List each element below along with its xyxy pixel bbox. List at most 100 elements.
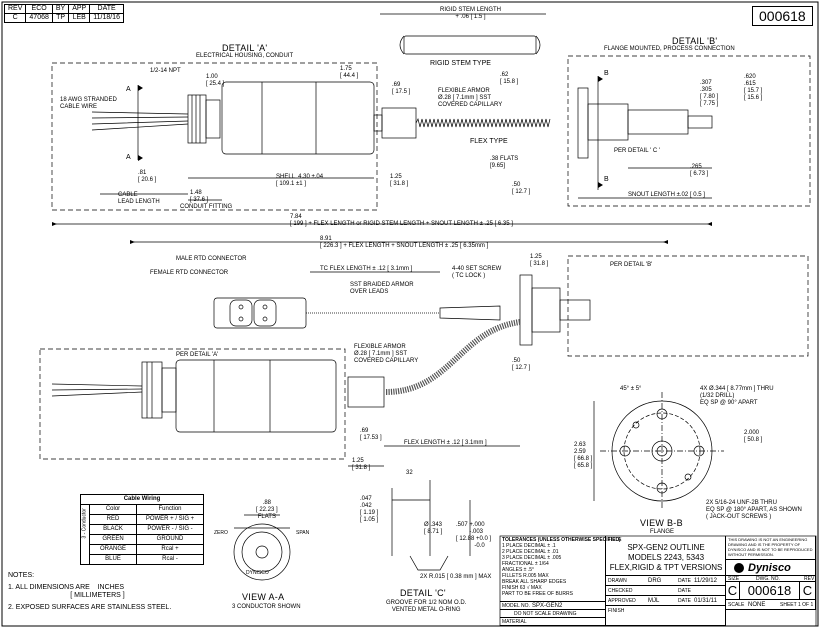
do-not-scale-row: DO NOT SCALE DRAWING	[500, 610, 606, 618]
conductor-side-label: 3 - Conductor	[81, 508, 88, 539]
view-aa-flats: .88 [ 22.23 ] FLATS	[256, 500, 278, 520]
approved-row: APPROVED MJL DATE 01/31/11	[606, 596, 726, 606]
tolerance-heading: TOLERANCES (UNLESS OTHERWISE SPECIFIED)	[502, 537, 621, 543]
dim-1-25: 1.25 [ 31.8 ]	[390, 174, 409, 187]
tpt-dim-1-25: 1.25 [ 31.8 ]	[530, 254, 549, 267]
row-role: DRAWN	[608, 578, 627, 584]
app-value: LEB	[68, 13, 91, 23]
tc-flex-length: TC FLEX LENGTH ± .12 [ 3.1mm ]	[320, 266, 413, 272]
zero-label: ZERO	[214, 530, 228, 536]
title-line-1: SPX-GEN2 OUTLINE	[627, 543, 705, 552]
section-a-top: A	[126, 86, 131, 93]
per-detail-b: PER DETAIL 'B'	[610, 262, 653, 268]
male-rtd-label: MALE RTD CONNECTOR	[176, 256, 247, 262]
tolerance-line: ANGLES ± .5°	[502, 567, 534, 573]
notes-heading: NOTES:	[8, 572, 35, 579]
drawn-row: DRAWN DRG DATE 11/29/12	[606, 576, 726, 586]
overall-length-top: 7.84 [ 199 ] + FLEX LENGTH or RIGID STEM…	[290, 214, 513, 227]
dim-1-75: 1.75 [ 44.4 ]	[340, 66, 359, 79]
color-header: Color	[89, 504, 137, 515]
thru-holes-note: 4X Ø.344 [ 8.77mm ] THRU (1/32 DRILL) EQ…	[700, 386, 774, 406]
sheet-value: SHEET 1 OF 1	[780, 602, 814, 608]
dim-1-00: 1.00 [ 25.4 ]	[206, 74, 225, 87]
section-a-bottom: A	[126, 154, 131, 161]
cable-lead-length: CABLE LEAD LENGTH	[118, 192, 160, 205]
row-role: APPROVED	[608, 598, 636, 604]
rigid-stem-length: RIGID STEM LENGTH + .06 [ 1.5 ]	[440, 7, 502, 20]
section-b-top: B	[604, 70, 609, 77]
dwg-number: 000618	[740, 582, 800, 600]
detail-c-subtitle: GROOVE FOR 1/2 NOM O.D. VENTED METAL O-R…	[386, 600, 467, 613]
dim-0-047: .047 .042 [ 1.19 ] [ 1.05 ]	[360, 496, 379, 523]
company-name: Dynisco	[748, 562, 791, 574]
angle-32: 32	[406, 470, 413, 476]
title-label: TITLE	[608, 537, 622, 543]
npt-label: 1/2-14 NPT	[150, 68, 181, 74]
tolerance-line: PART TO BE FREE OF BURRS	[502, 591, 573, 597]
title-line-2: MODELS 2243, 5343	[627, 553, 705, 562]
cable-wiring-table: Cable Wiring 3 - Conductor Color Functio…	[80, 494, 204, 565]
rev-value: C	[800, 582, 816, 600]
detail-a-subtitle: ELECTRICAL HOUSING, CONDUIT	[196, 53, 294, 59]
revision-block: REV ECO BY APP DATE C 47068 TP LEB 11/18…	[3, 4, 124, 23]
title-line-3: FLEX,RIGID & TPT VERSIONS	[609, 563, 723, 572]
wire-function: Rcal -	[136, 554, 204, 565]
rev-label: REV	[804, 576, 815, 582]
proprietary-note: THIS DRAWING IS NOT AN ENGINEERING DRAWI…	[726, 536, 816, 560]
function-header: Function	[136, 504, 204, 515]
dim-0-307: .307 .305 [ 7.80 ] [ 7.75 ]	[700, 80, 719, 107]
scale-row: SCALE NONE SHEET 1 OF 1	[726, 600, 816, 610]
overall-length-bottom: 8.91 [ 226.3 ] + FLEX LENGTH + SNOUT LEN…	[320, 236, 489, 249]
row-date-label: DATE	[678, 578, 691, 584]
size-dwg-header: SIZE DWG. NO. REV	[726, 576, 816, 582]
tpt-flex-length: FLEX LENGTH ± .12 [ 3.1mm ]	[404, 440, 487, 446]
wire-color: BLUE	[89, 554, 137, 565]
flex-armor-label: FLEXIBLE ARMOR Ø.28 [ 7.1mm ] SST COVERE…	[438, 88, 503, 108]
snout-length: SNOUT LENGTH ±.02 [ 0.5 ]	[628, 192, 705, 198]
view-aa-subtitle: 3 CONDUCTOR SHOWN	[232, 604, 301, 610]
radius-note: 2X R.015 [ 0.38 mm ] MAX	[420, 574, 492, 580]
dim-0-620: .620 .615 [ 15.7 ] [ 15.6 ]	[744, 74, 763, 101]
wire-function: Rcal +	[136, 544, 204, 555]
tolerance-line: FILLETS R.005 MAX	[502, 573, 549, 579]
company-cell: Dynisco	[726, 560, 816, 576]
row-date-label: DATE	[678, 598, 691, 604]
wire-function: POWER + / SIG +	[136, 514, 204, 525]
jackout-note: 2X 5/16-24 UNF-2B THRU EQ SP @ 180° APAR…	[706, 500, 802, 520]
dim-0-50: .50 [ 12.7 ]	[512, 182, 531, 195]
per-detail-a: PER DETAIL 'A'	[176, 352, 219, 358]
eco-header: ECO	[25, 4, 53, 14]
note-2: 2. EXPOSED SURFACES ARE STAINLESS STEEL.	[8, 604, 172, 611]
do-not-scale: DO NOT SCALE DRAWING	[514, 611, 577, 617]
tolerance-line: 3 PLACE DECIMAL ± .005	[502, 555, 562, 561]
material-row: MATERIAL	[500, 618, 606, 626]
dim-0-507: .507 +.000 -.003 [ 12.88 +0.0 ] -0.0	[456, 522, 492, 549]
date-value: 11/18/16	[89, 13, 124, 23]
dim-2-63: 2.63 2.59 [ 66.8 ] [ 65.8 ]	[574, 442, 593, 469]
model-label: MODEL NO.	[502, 603, 530, 609]
eco-value: 47068	[25, 13, 53, 23]
section-b-bottom: B	[604, 176, 609, 183]
cable-wiring-title: Cable Wiring	[80, 494, 204, 505]
row-date: 01/31/11	[694, 598, 717, 604]
dim-1-48: 1.48 [ 37.6 ]	[190, 190, 209, 203]
tolerance-line: 1 PLACE DECIMAL ± .1	[502, 543, 556, 549]
title-cell: TITLE SPX-GEN2 OUTLINE MODELS 2243, 5343…	[606, 536, 726, 576]
view-aa-title: VIEW A-A	[242, 592, 285, 602]
per-detail-c: PER DETAIL ' C '	[614, 148, 660, 154]
size-label: SIZE	[728, 576, 740, 582]
dwg-label: DWG. NO.	[756, 576, 780, 582]
row-date-label: DATE	[678, 588, 691, 594]
dim-0-343: Ø .343 [ 8.71 ]	[424, 522, 443, 535]
material-label: MATERIAL	[502, 619, 527, 625]
row-by: DRG	[648, 578, 662, 584]
wire-color: BLACK	[89, 524, 137, 535]
sst-braided-label: SST BRAIDED ARMOR OVER LEADS	[350, 282, 414, 295]
tolerance-line: 2 PLACE DECIMAL ± .01	[502, 549, 559, 555]
flex-type-label: FLEX TYPE	[470, 138, 508, 145]
dim-0-81: .81 [ 20.6 ]	[138, 170, 157, 183]
wire-color: ORANGE	[89, 544, 137, 555]
